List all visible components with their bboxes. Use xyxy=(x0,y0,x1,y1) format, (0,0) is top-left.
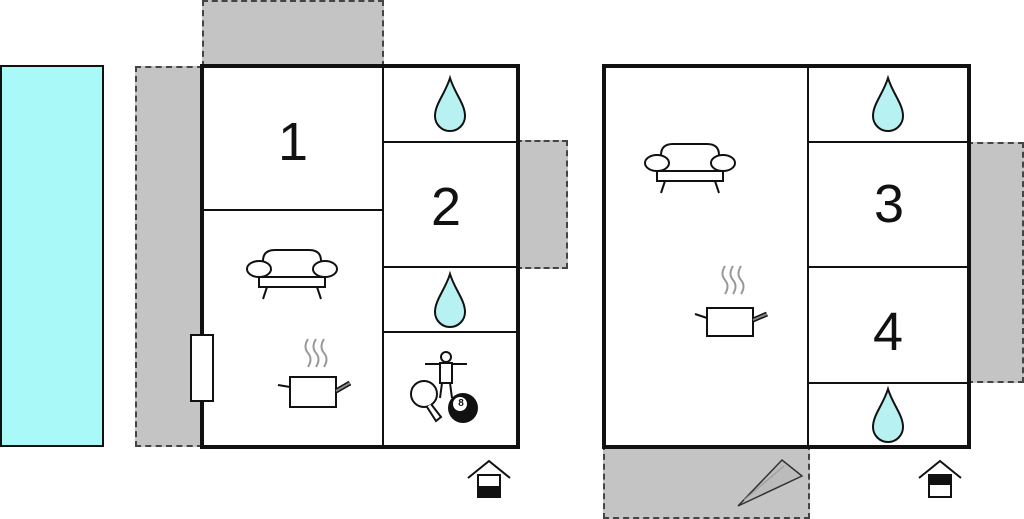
house-a-wall-bath2 xyxy=(383,331,517,333)
billiard-ball-label: 8 xyxy=(458,398,464,409)
terrace-top xyxy=(202,0,384,67)
room-label-1: 1 xyxy=(277,112,309,172)
house-a-wall-room2 xyxy=(383,266,517,268)
house-b-wall-bath1 xyxy=(808,141,968,143)
room-label-3: 3 xyxy=(873,174,905,234)
house-b-wall-vertical xyxy=(807,66,809,447)
ping-pong-paddle-icon xyxy=(410,380,443,423)
house-b-wall-room4 xyxy=(808,382,968,384)
house-a-wall-vertical xyxy=(382,66,384,447)
house-a-wall-bath1 xyxy=(383,141,517,143)
door-icon xyxy=(190,334,214,402)
house-a-outline xyxy=(200,64,520,449)
terrace-right-a xyxy=(516,140,568,269)
cooking-pot-icon xyxy=(694,265,768,337)
house-b-wall-room3 xyxy=(808,266,968,268)
fireplace-icon xyxy=(737,458,804,507)
swimming-pool xyxy=(0,65,104,447)
cooking-pot-icon xyxy=(277,338,352,408)
billiard-ball-icon xyxy=(448,393,478,423)
house-a-wall-room1 xyxy=(202,209,383,211)
sofa-icon xyxy=(644,143,736,194)
water-drop-icon xyxy=(433,74,467,132)
room-label-2: 2 xyxy=(430,177,462,237)
sofa-icon xyxy=(246,249,338,300)
terrace-left xyxy=(135,66,203,447)
table-football-icon xyxy=(425,351,467,399)
house-b-outline xyxy=(602,64,971,449)
water-drop-icon xyxy=(871,74,905,132)
water-drop-icon xyxy=(433,270,467,328)
entrance-icon xyxy=(467,459,511,498)
entrance-icon xyxy=(918,459,962,498)
room-label-4: 4 xyxy=(872,302,904,362)
water-drop-icon xyxy=(871,385,905,443)
terrace-right-b xyxy=(967,142,1024,383)
